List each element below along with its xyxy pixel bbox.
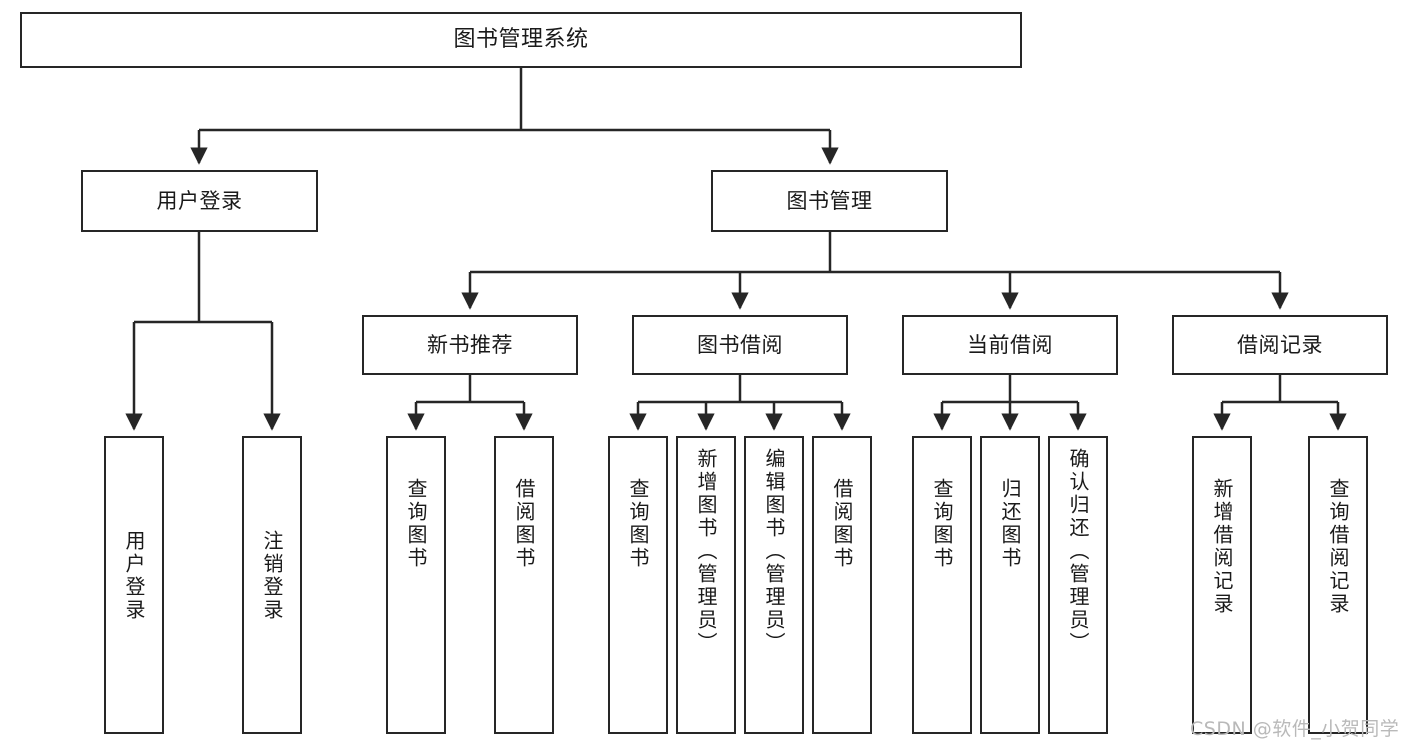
leaf-current-borrow-return-books[interactable]: 归还图书 <box>980 436 1040 734</box>
node-label: 借阅记录 <box>1237 332 1323 357</box>
node-label: 当前借阅 <box>967 332 1053 357</box>
node-book-borrow[interactable]: 图书借阅 <box>632 315 848 375</box>
leaf-current-borrow-query-books[interactable]: 查询图书 <box>912 436 972 734</box>
node-label: 查询图书 <box>626 478 650 570</box>
leaf-book-borrow-borrow-books[interactable]: 借阅图书 <box>812 436 872 734</box>
node-label: 图书借阅 <box>697 332 783 357</box>
node-book-management[interactable]: 图书管理 <box>711 170 948 232</box>
node-borrow-record[interactable]: 借阅记录 <box>1172 315 1388 375</box>
leaf-new-book-borrow-books[interactable]: 借阅图书 <box>494 436 554 734</box>
watermark: CSDN @软件_小贺同学 <box>1190 718 1400 740</box>
leaf-book-borrow-add-book-admin[interactable]: 新增图书（管理员） <box>676 436 736 734</box>
leaf-book-borrow-edit-book-admin[interactable]: 编辑图书（管理员） <box>744 436 804 734</box>
leaf-book-borrow-query-books[interactable]: 查询图书 <box>608 436 668 734</box>
node-label: 归还图书 <box>998 478 1022 570</box>
leaf-new-book-query-books[interactable]: 查询图书 <box>386 436 446 734</box>
node-label: 图书管理 <box>786 188 873 213</box>
leaf-current-borrow-confirm-return-admin[interactable]: 确认归还（管理员） <box>1048 436 1108 734</box>
node-label: 新增借阅记录 <box>1210 478 1234 616</box>
leaf-user-login-login[interactable]: 用户登录 <box>104 436 164 734</box>
node-label: 用户登录 <box>156 188 243 213</box>
node-label: 注销登录 <box>260 530 284 622</box>
node-label: 查询图书 <box>930 478 954 570</box>
node-label: 新书推荐 <box>427 332 513 357</box>
node-label: 查询图书 <box>404 478 428 570</box>
node-root-system[interactable]: 图书管理系统 <box>20 12 1022 68</box>
node-label: 图书管理系统 <box>453 27 589 53</box>
node-label: 借阅图书 <box>830 478 854 570</box>
node-user-login[interactable]: 用户登录 <box>81 170 318 232</box>
node-current-borrow[interactable]: 当前借阅 <box>902 315 1118 375</box>
node-label: 确认归还（管理员） <box>1066 448 1090 655</box>
leaf-borrow-record-add-record[interactable]: 新增借阅记录 <box>1192 436 1252 734</box>
node-new-book-recommend[interactable]: 新书推荐 <box>362 315 578 375</box>
node-label: 编辑图书（管理员） <box>762 448 786 655</box>
node-label: 查询借阅记录 <box>1326 478 1350 616</box>
node-label: 借阅图书 <box>512 478 536 570</box>
leaf-borrow-record-query-record[interactable]: 查询借阅记录 <box>1308 436 1368 734</box>
leaf-user-login-logout[interactable]: 注销登录 <box>242 436 302 734</box>
node-label: 用户登录 <box>122 530 146 622</box>
node-label: 新增图书（管理员） <box>694 448 718 655</box>
